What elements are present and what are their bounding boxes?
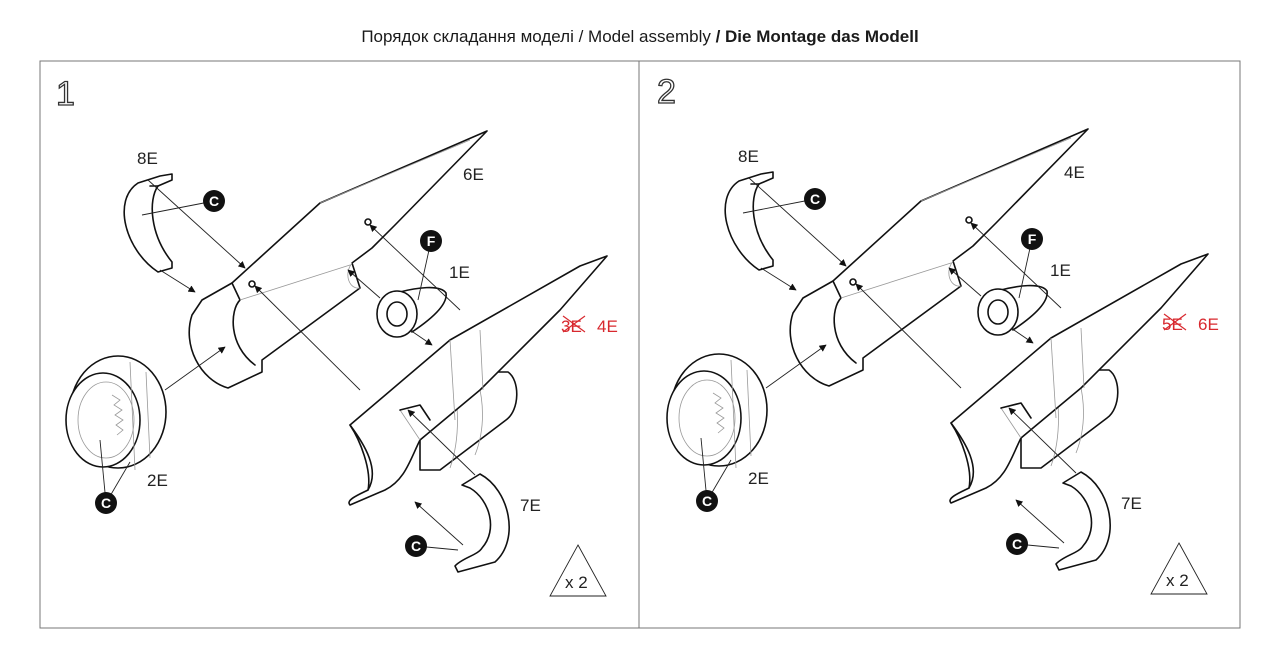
label-6e: 6E — [1198, 315, 1219, 334]
step-1-drawing — [66, 131, 607, 596]
callout-f: F — [1028, 231, 1037, 247]
callout-c: C — [101, 495, 111, 511]
quantity-label: x 2 — [1166, 571, 1189, 590]
quantity-label: x 2 — [565, 573, 588, 592]
step-1-panel — [39, 60, 640, 629]
label-3e-struck: 3E — [561, 317, 582, 336]
label-4e: 4E — [1064, 163, 1085, 182]
label-7e: 7E — [520, 496, 541, 515]
step-2-drawing — [667, 129, 1208, 594]
callout-c: C — [810, 191, 820, 207]
label-6e: 6E — [463, 165, 484, 184]
label-5e-struck: 5E — [1162, 315, 1183, 334]
step-number: 1 — [56, 75, 75, 113]
label-2e: 2E — [748, 469, 769, 488]
step-number: 2 — [657, 73, 676, 111]
title-bold: / Die Montage das Modell — [710, 27, 919, 46]
label-7e: 7E — [1121, 494, 1142, 513]
label-4e: 4E — [597, 317, 618, 336]
page-title: Порядок складання моделі / Model assembl… — [0, 27, 1280, 47]
callout-c: C — [209, 193, 219, 209]
callout-c: C — [702, 493, 712, 509]
callout-c: C — [1012, 536, 1022, 552]
callout-c: C — [411, 538, 421, 554]
label-8e: 8E — [738, 147, 759, 166]
label-1e: 1E — [1050, 261, 1071, 280]
callout-f: F — [427, 233, 436, 249]
step-1-labels: 1 8E 6E 1E 3E 4E 2E 7E C F C C x 2 — [55, 74, 618, 592]
label-2e: 2E — [147, 471, 168, 490]
title-regular: Порядок складання моделі / Model assembl… — [361, 27, 711, 46]
step-2-panel — [638, 60, 1241, 629]
step-2-labels: 2 8E 4E 1E 5E 6E 2E 7E C F C C x 2 — [656, 72, 1219, 590]
label-8e: 8E — [137, 149, 158, 168]
label-1e: 1E — [449, 263, 470, 282]
